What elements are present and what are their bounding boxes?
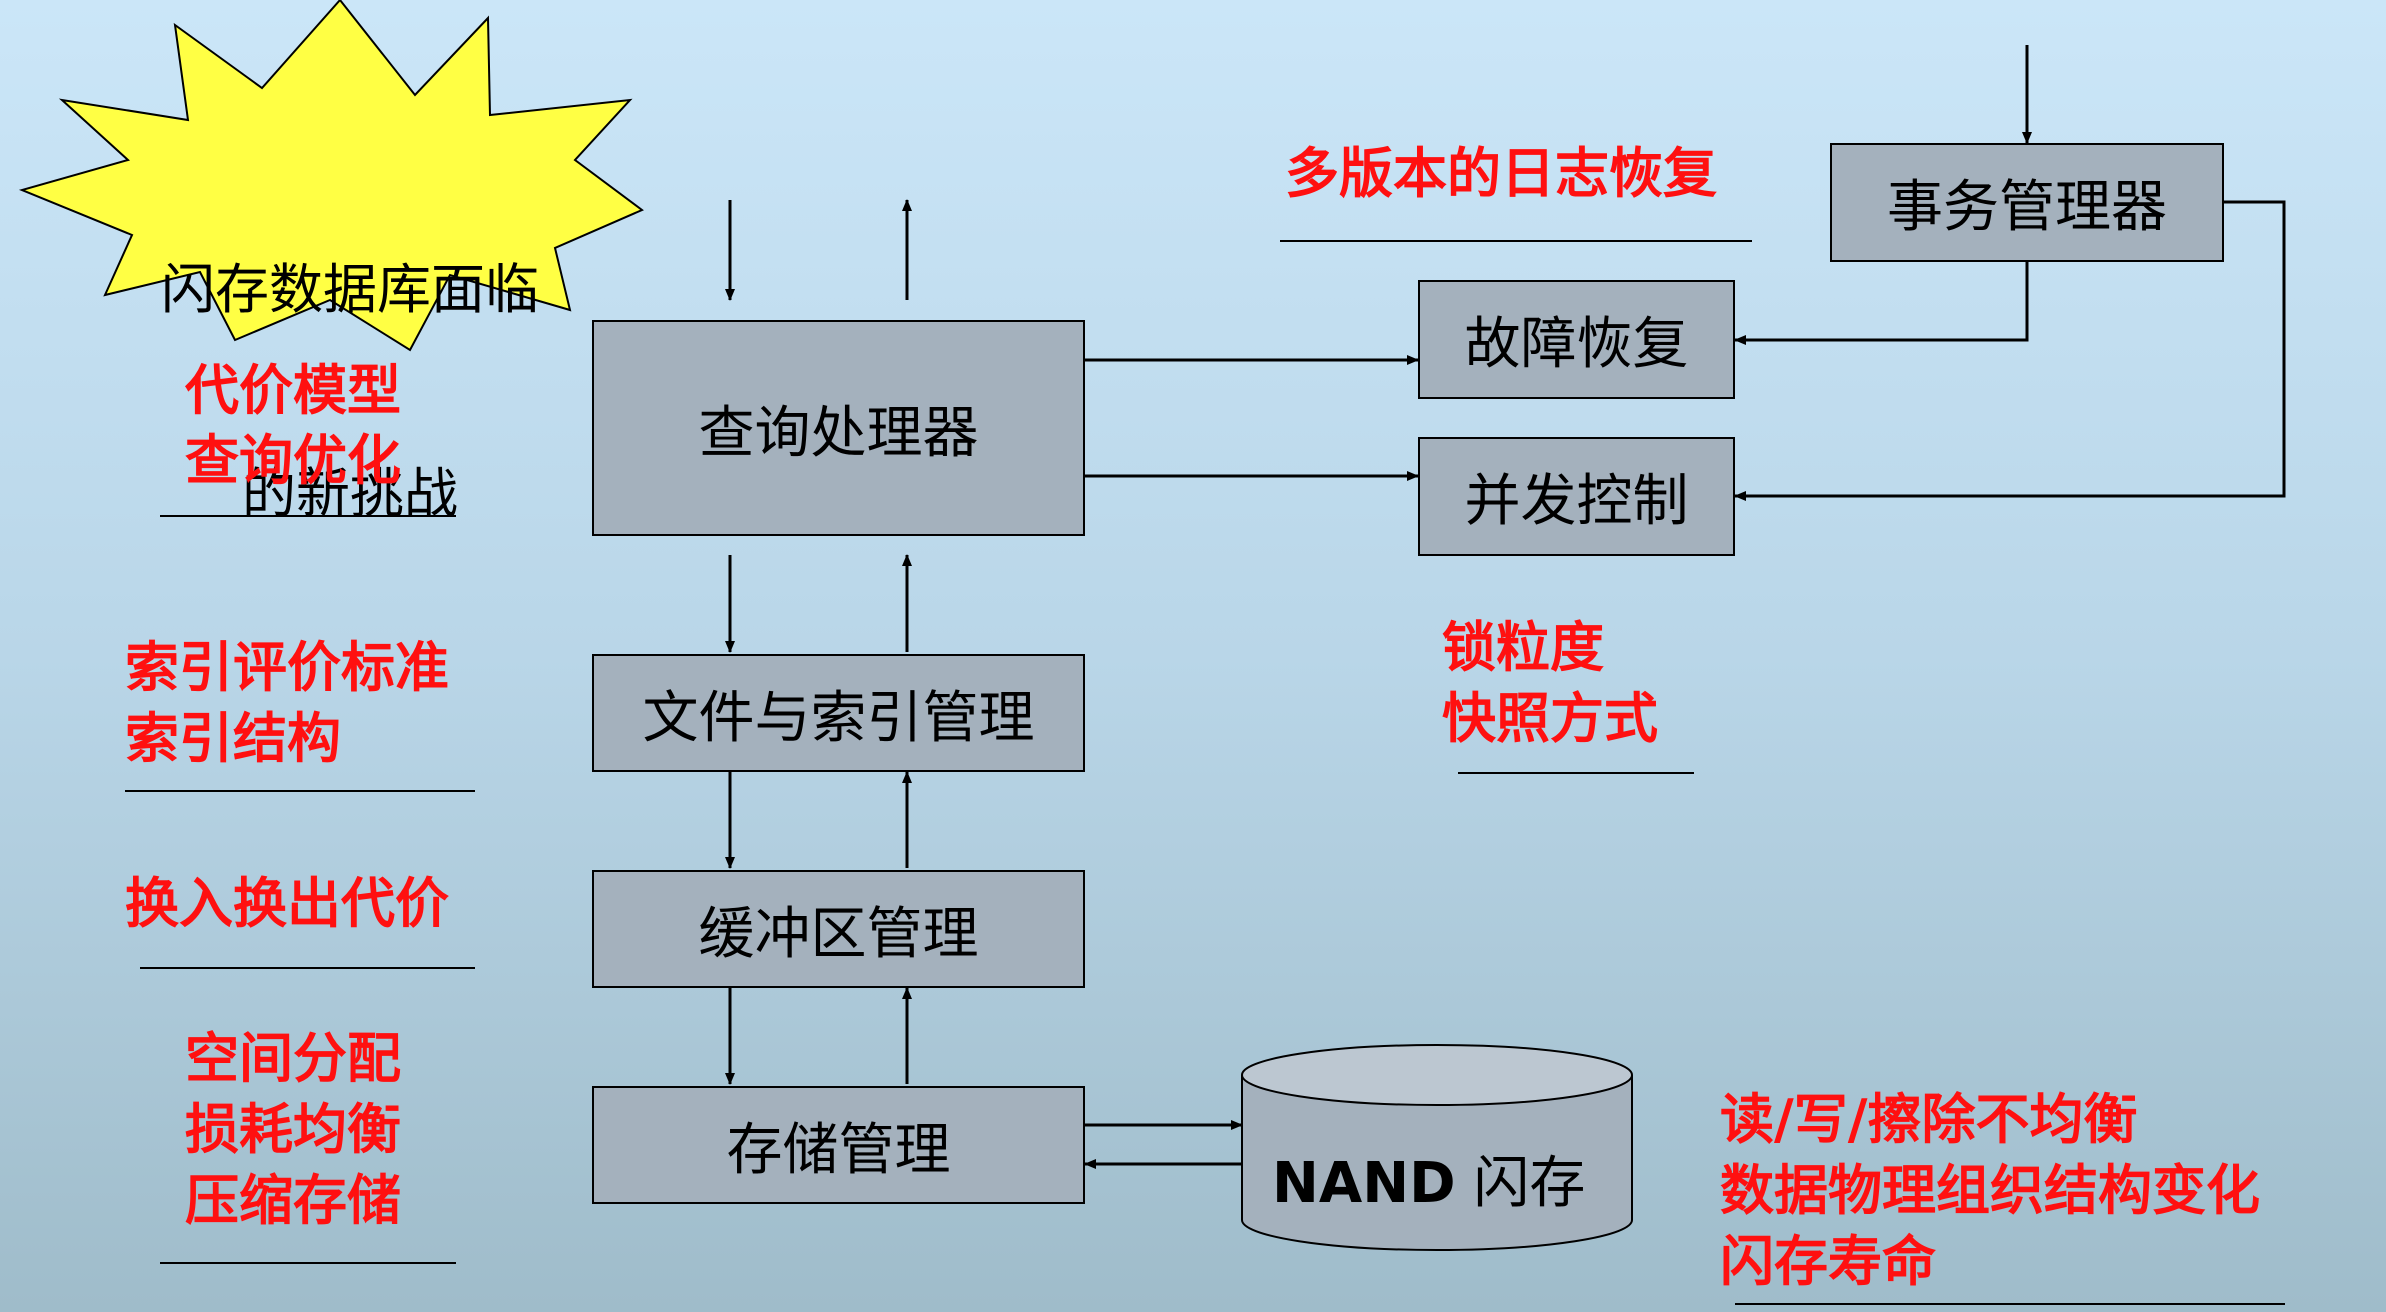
flash-label: 闪存 (1455, 1151, 1586, 1216)
storage-manager-box: 存储管理 (592, 1086, 1085, 1204)
buffer-manager-box: 缓冲区管理 (592, 870, 1085, 988)
file-index-manager-box: 文件与索引管理 (592, 654, 1085, 772)
annotation-query-optimization: 查询优化 (185, 429, 401, 492)
annotation-physical-organization: 数据物理组织结构变化 (1720, 1159, 2260, 1222)
tm-recovery-connector (1734, 262, 2029, 345)
annotation-flash-lifetime: 闪存寿命 (1720, 1230, 1936, 1293)
underline-storage (160, 1262, 456, 1264)
nand-flash-cylinder (1241, 1044, 1633, 1251)
underline-query (160, 515, 456, 517)
underline-index (125, 790, 475, 792)
concurrency-control-box: 并发控制 (1418, 437, 1735, 556)
challenge-title: 闪存数据库面临 的新挑战 (130, 120, 570, 664)
annotation-rw-erase: 读/写/擦除不均衡 (1720, 1088, 2138, 1151)
transaction-manager-box: 事务管理器 (1830, 143, 2224, 262)
nand-bold-label: NAND (1272, 1151, 1456, 1216)
annotation-index-criteria: 索引评价标准 (125, 636, 449, 699)
underline-flash (1735, 1303, 2285, 1305)
starburst-shape (18, 0, 644, 352)
annotation-index-structure: 索引结构 (125, 707, 341, 770)
underline-multiversion-log (1280, 240, 1752, 242)
annotation-multiversion-log: 多版本的日志恢复 (1285, 142, 1717, 205)
tm-concurrency-connector (1734, 200, 2286, 501)
underline-swap (140, 967, 475, 969)
failure-recovery-box: 故障恢复 (1418, 280, 1735, 399)
annotation-cost-model: 代价模型 (185, 359, 401, 422)
underline-concurrency (1458, 772, 1694, 774)
nand-flash-label: NAND 闪存 (1272, 1138, 1585, 1219)
annotation-snapshot-mode: 快照方式 (1442, 687, 1658, 750)
annotation-swap-cost: 换入换出代价 (125, 872, 449, 935)
query-processor-box: 查询处理器 (592, 320, 1085, 536)
challenge-title-line2: 的新挑战 (242, 462, 458, 525)
challenge-title-line1: 闪存数据库面临 (161, 258, 539, 321)
annotation-lock-granularity: 锁粒度 (1442, 616, 1604, 679)
annotation-space-allocation: 空间分配 (185, 1027, 401, 1090)
annotation-wear-leveling: 损耗均衡 (185, 1098, 401, 1161)
annotation-compressed-storage: 压缩存储 (185, 1169, 401, 1232)
